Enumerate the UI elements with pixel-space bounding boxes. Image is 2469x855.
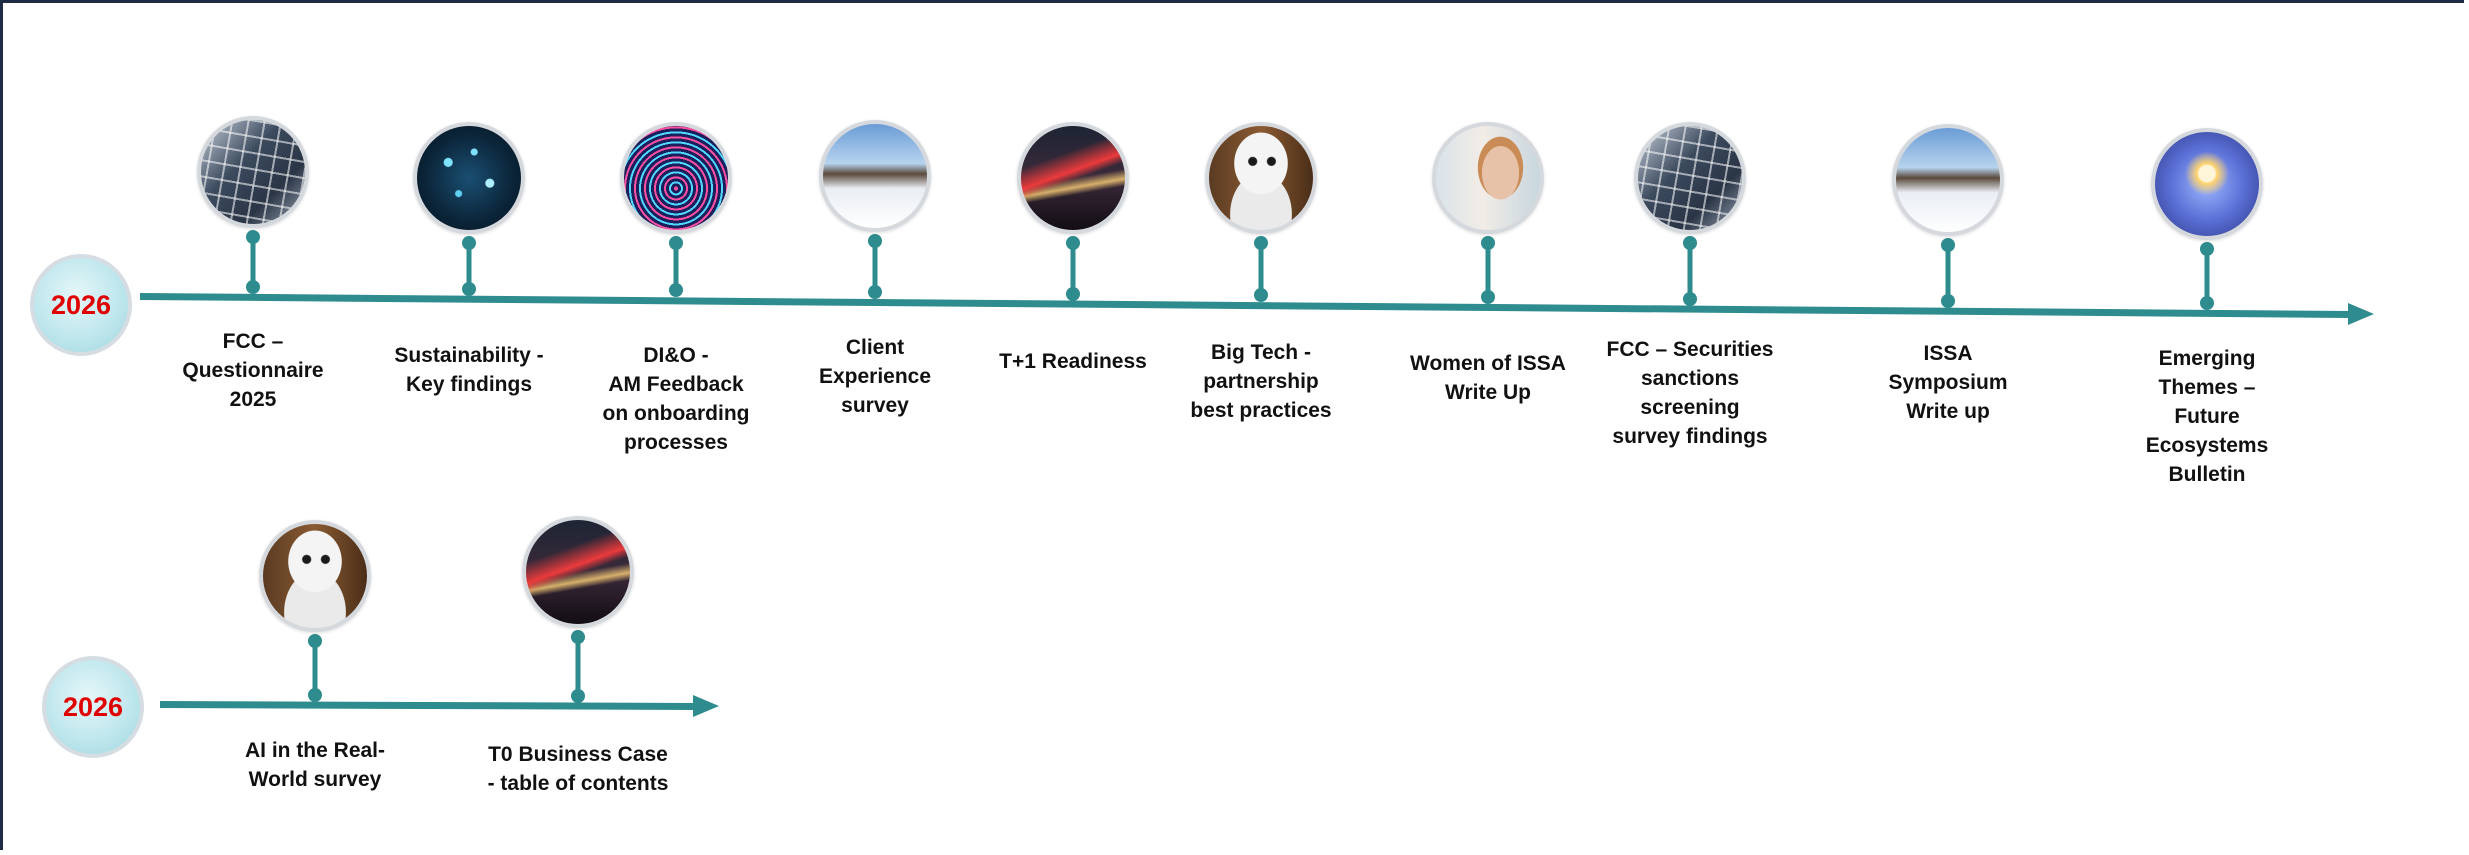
milestone-stem xyxy=(575,636,581,700)
milestone-label: Women of ISSA Write Up xyxy=(1410,352,1566,404)
arrow-head-icon xyxy=(693,695,719,717)
milestone-dot xyxy=(1481,289,1495,304)
milestone-stem xyxy=(1258,242,1264,300)
milestone-dot xyxy=(246,279,260,294)
solar-panel-image xyxy=(197,116,309,228)
milestone-dot xyxy=(669,283,683,298)
milestone-dot xyxy=(308,687,322,702)
milestone-dot xyxy=(1941,293,1955,308)
robot-image xyxy=(1205,122,1317,234)
fingerprint-image xyxy=(620,122,732,234)
milestone-dot xyxy=(1254,288,1268,303)
milestone-stem xyxy=(1945,244,1951,305)
milestone-dot xyxy=(1254,236,1268,250)
snowy-building-image xyxy=(1892,124,2004,236)
milestone-stem xyxy=(1485,242,1491,301)
milestone-dot xyxy=(308,634,322,648)
milestone-stem xyxy=(2204,248,2210,307)
milestone-dot xyxy=(462,236,476,250)
milestone-label: Client Experience survey xyxy=(818,336,932,417)
milestone-dot xyxy=(1683,291,1697,306)
arrow-head-icon xyxy=(2348,303,2374,325)
women-image xyxy=(1432,122,1544,234)
milestone-stem xyxy=(250,236,256,291)
milestone-stem xyxy=(1687,242,1693,303)
milestone-dot xyxy=(2200,242,2214,256)
milestone-label: Big Tech - partnership best practices xyxy=(1190,341,1332,422)
milestone-label: T0 Business Case - table of contents xyxy=(487,743,669,795)
milestone-stem xyxy=(1070,242,1076,298)
milestone-label: AI in the Real- World survey xyxy=(244,739,386,791)
year-bubble: 2026 xyxy=(42,656,144,758)
milestone-dot xyxy=(571,688,585,703)
milestone-dot xyxy=(571,630,585,644)
milestone-label: ISSA Symposium Write up xyxy=(1888,342,2008,423)
milestone-dot xyxy=(1066,286,1080,301)
milestone-dot xyxy=(669,236,683,250)
milestone-dot xyxy=(868,234,882,248)
milestone-label: FCC – Securities sanctions screening sur… xyxy=(1606,338,1774,448)
milestone-stem xyxy=(673,242,679,295)
milestone-stem xyxy=(312,640,318,699)
solar-panel-image xyxy=(1634,122,1746,234)
snowy-building-image xyxy=(819,120,931,232)
milestone-label: DI&O - AM Feedback on onboarding process… xyxy=(602,344,750,454)
milestone-dot xyxy=(1481,236,1495,250)
light-trails-image xyxy=(1017,122,1129,234)
year-bubble: 2026 xyxy=(30,254,132,356)
digital-network-image xyxy=(413,122,525,234)
milestone-label: FCC – Questionnaire 2025 xyxy=(182,330,324,411)
milestone-dot xyxy=(1941,238,1955,252)
milestone-dot xyxy=(2200,295,2214,310)
robot-image xyxy=(259,520,371,632)
milestone-dot xyxy=(1683,236,1697,250)
lightbulb-image xyxy=(2151,128,2263,240)
milestone-label: Sustainability - Key findings xyxy=(394,344,544,396)
milestone-label: T+1 Readiness xyxy=(999,350,1147,373)
milestone-stem xyxy=(466,242,472,293)
light-trails-image xyxy=(522,516,634,628)
milestone-dot xyxy=(462,281,476,296)
milestone-stem xyxy=(872,240,878,296)
milestone-label: Emerging Themes – Future Ecosystems Bull… xyxy=(2145,347,2269,486)
milestone-dot xyxy=(868,284,882,299)
milestone-dot xyxy=(246,230,260,244)
milestone-dot xyxy=(1066,236,1080,250)
